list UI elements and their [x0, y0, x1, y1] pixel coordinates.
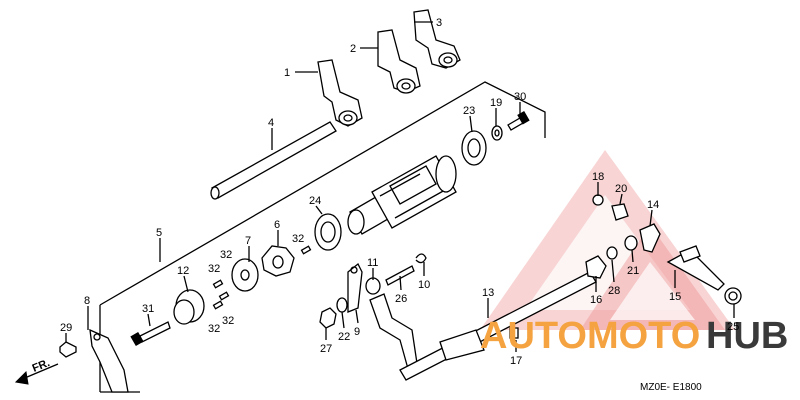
plate-7 — [231, 258, 259, 292]
stud-26 — [385, 265, 415, 286]
shift-drum — [347, 155, 457, 235]
callout-32b: 32 — [292, 233, 304, 245]
leader-lines — [65, 21, 735, 352]
spring-20 — [611, 203, 629, 221]
dowel-pins-32 — [212, 245, 312, 310]
shift-fork-2 — [377, 29, 421, 94]
callout-3: 3 — [436, 17, 442, 29]
callout-32a: 32 — [220, 249, 232, 261]
callout-19: 19 — [490, 97, 502, 109]
callout-32d: 32 — [222, 315, 234, 327]
callout-29: 29 — [60, 322, 72, 334]
callout-1: 1 — [284, 67, 290, 79]
shift-spindle-15 — [666, 245, 725, 291]
washer-19 — [491, 125, 503, 141]
collar-21 — [624, 235, 638, 251]
callout-30: 30 — [514, 91, 526, 103]
spring-10 — [415, 253, 427, 264]
bolt-29 — [59, 341, 77, 358]
watermark-part2: HUB — [706, 315, 788, 357]
callout-21: 21 — [627, 265, 639, 277]
spring-16 — [585, 255, 607, 279]
callout-9: 9 — [354, 326, 360, 338]
callout-13: 13 — [482, 287, 494, 299]
callout-18: 18 — [592, 171, 604, 183]
callout-17: 17 — [510, 355, 522, 367]
oil-seal-25 — [724, 287, 742, 305]
watermark-part1: AUTOMOTO — [480, 315, 700, 357]
shift-fork-shaft — [210, 121, 337, 200]
callout-4: 4 — [268, 117, 274, 129]
bearing-24 — [314, 213, 342, 251]
bolt-30 — [507, 110, 530, 131]
callout-23: 23 — [463, 105, 475, 117]
bolt-18 — [592, 194, 604, 206]
callout-22: 22 — [338, 331, 350, 343]
bolt-17 — [509, 327, 519, 339]
callout-7: 7 — [245, 235, 251, 247]
bearing-23 — [461, 130, 487, 166]
collar-11 — [365, 277, 381, 295]
callout-5: 5 — [156, 227, 162, 239]
bolt-31 — [130, 321, 171, 347]
callout-16: 16 — [590, 294, 602, 306]
callout-6: 6 — [274, 219, 280, 231]
callout-labels: 1 2 3 4 5 6 7 8 9 10 11 12 13 14 15 16 1… — [60, 17, 739, 367]
watermark-logo — [480, 150, 735, 330]
shift-fork-1 — [317, 59, 363, 127]
callout-32e: 32 — [208, 323, 220, 335]
washer-28 — [606, 246, 618, 260]
callout-14: 14 — [647, 199, 659, 211]
arm-14 — [639, 223, 661, 253]
callout-10: 10 — [418, 279, 430, 291]
callout-26: 26 — [395, 293, 407, 305]
callout-2: 2 — [350, 43, 356, 55]
direction-label: FR. — [31, 357, 52, 375]
callout-15: 15 — [669, 291, 681, 303]
diagram-code: MZ0E- E1800 — [640, 382, 702, 393]
callout-8: 8 — [84, 295, 90, 307]
arm-9 — [347, 262, 363, 313]
collar-12 — [173, 289, 205, 325]
nut-27 — [319, 307, 337, 329]
washer-22 — [336, 297, 348, 313]
callout-24: 24 — [309, 195, 321, 207]
callout-25: 25 — [727, 321, 739, 333]
callout-28: 28 — [608, 285, 620, 297]
callout-12: 12 — [177, 265, 189, 277]
callout-27: 27 — [320, 343, 332, 355]
drum-center-6 — [261, 245, 295, 277]
callout-32c: 32 — [208, 263, 220, 275]
watermark-text: AUTOMOTO HUB — [480, 315, 788, 357]
callout-20: 20 — [615, 183, 627, 195]
callout-11: 11 — [367, 257, 378, 269]
shift-fork-3 — [413, 9, 461, 69]
callout-31: 31 — [142, 303, 154, 315]
front-direction-arrow-icon: FR. — [14, 357, 59, 385]
stopper-arm-8 — [89, 328, 129, 393]
